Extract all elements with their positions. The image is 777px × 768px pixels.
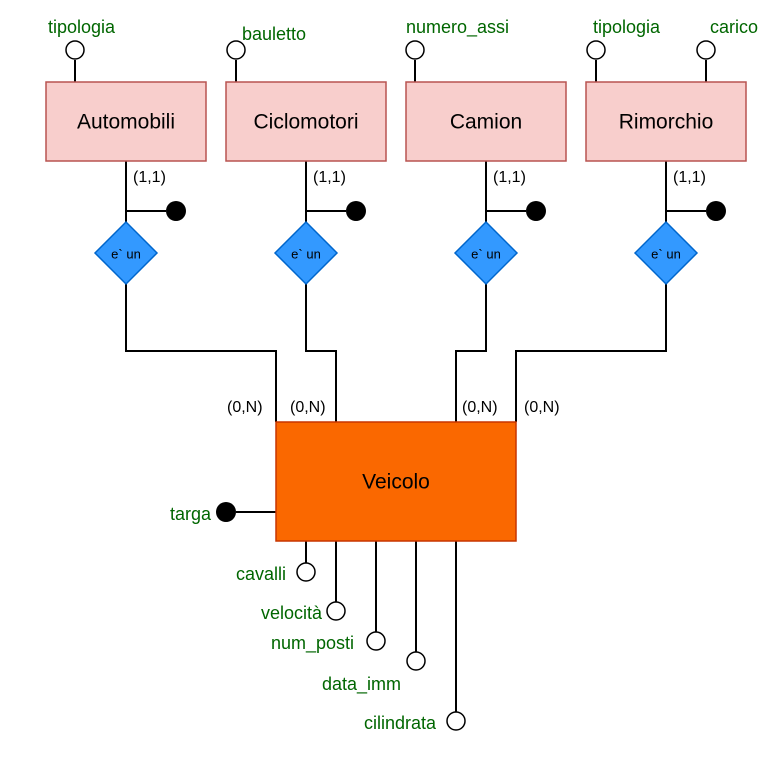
entity-box	[405, 81, 567, 162]
camion-identifier-dot	[526, 201, 546, 221]
entity-label: Rimorchio	[619, 111, 714, 134]
attribute-label-carico: carico	[710, 17, 758, 37]
attribute-label-velocita: velocità	[261, 603, 323, 623]
automobili-identifier-dot	[166, 201, 186, 221]
connector-lines	[74, 60, 707, 712]
entity-label: Ciclomotori	[253, 111, 358, 134]
ciclomotori-veicolo-link	[305, 284, 337, 422]
ciclomotori-identifier-dot	[346, 201, 366, 221]
relationship-label: e` un	[471, 247, 501, 262]
cardinality-automobili-top: (1,1)	[133, 169, 166, 186]
cardinality-camion-top: (1,1)	[493, 169, 526, 186]
bauletto-attribute-circle	[226, 40, 246, 60]
entity-veicolo[interactable]: Veicolo	[275, 421, 517, 542]
relationship-label: e` un	[291, 247, 321, 262]
attribute-label-cilindrata: cilindrata	[364, 713, 437, 733]
attribute-label-tipologia: tipologia	[48, 17, 116, 37]
entity-camion[interactable]: Camion	[405, 81, 567, 162]
carico-attribute-circle	[696, 40, 716, 60]
cardinality-rimorchio-top: (1,1)	[673, 169, 706, 186]
numero-assi-attribute-circle	[405, 40, 425, 60]
cardinality-rimorchio-bottom: (0,N)	[524, 399, 560, 416]
entity-box	[225, 81, 387, 162]
entity-ciclomotori[interactable]: Ciclomotori	[225, 81, 387, 162]
num-posti-attribute-circle	[366, 631, 386, 651]
attribute-label-num-posti: num_posti	[271, 633, 354, 654]
attribute-label-bauletto: bauletto	[242, 24, 306, 44]
entity-automobili[interactable]: Automobili	[45, 81, 207, 162]
entity-label: Camion	[450, 111, 522, 134]
tipologia-attribute-circle	[65, 40, 85, 60]
relationship-diamond	[633, 220, 699, 286]
relationship-diamond	[273, 220, 339, 286]
relationship-camion-isa[interactable]: e` un	[453, 220, 519, 286]
entity-label: Automobili	[77, 111, 175, 134]
entity-rimorchio[interactable]: Rimorchio	[585, 81, 747, 162]
relationship-rimorchio-isa[interactable]: e` un	[633, 220, 699, 286]
cardinality-ciclomotori-top: (1,1)	[313, 169, 346, 186]
attribute-label-data-imm: data_imm	[322, 674, 401, 695]
cardinality-ciclomotori-bottom: (0,N)	[290, 399, 326, 416]
data-imm-attribute-circle	[406, 651, 426, 671]
attribute-label-numero-assi: numero_assi	[406, 17, 509, 38]
relationship-diamond	[453, 220, 519, 286]
cavalli-attribute-circle	[296, 562, 316, 582]
rimorchio-identifier-dot	[706, 201, 726, 221]
entity-label: Veicolo	[362, 471, 430, 494]
attribute-label-rimorchio-tipologia: tipologia	[593, 17, 661, 37]
rimorchio-tipologia-attribute-circle	[586, 40, 606, 60]
entity-box	[45, 81, 207, 162]
cilindrata-attribute-circle	[446, 711, 466, 731]
camion-veicolo-link	[455, 284, 487, 422]
velocita-attribute-circle	[326, 601, 346, 621]
cardinality-camion-bottom: (0,N)	[462, 399, 498, 416]
relationship-label: e` un	[651, 247, 681, 262]
targa-identifier-dot	[216, 502, 236, 522]
relationship-ciclomotori-isa[interactable]: e` un	[273, 220, 339, 286]
rimorchio-veicolo-link	[515, 284, 667, 422]
entity-box	[585, 81, 747, 162]
automobili-veicolo-link	[125, 284, 277, 422]
relationship-diamond	[93, 220, 159, 286]
relationship-automobili-isa[interactable]: e` un	[93, 220, 159, 286]
attribute-label-targa: targa	[170, 504, 212, 524]
entity-box	[275, 421, 517, 542]
attribute-label-cavalli: cavalli	[236, 564, 286, 584]
relationship-label: e` un	[111, 247, 141, 262]
cardinality-automobili-bottom: (0,N)	[227, 399, 263, 416]
